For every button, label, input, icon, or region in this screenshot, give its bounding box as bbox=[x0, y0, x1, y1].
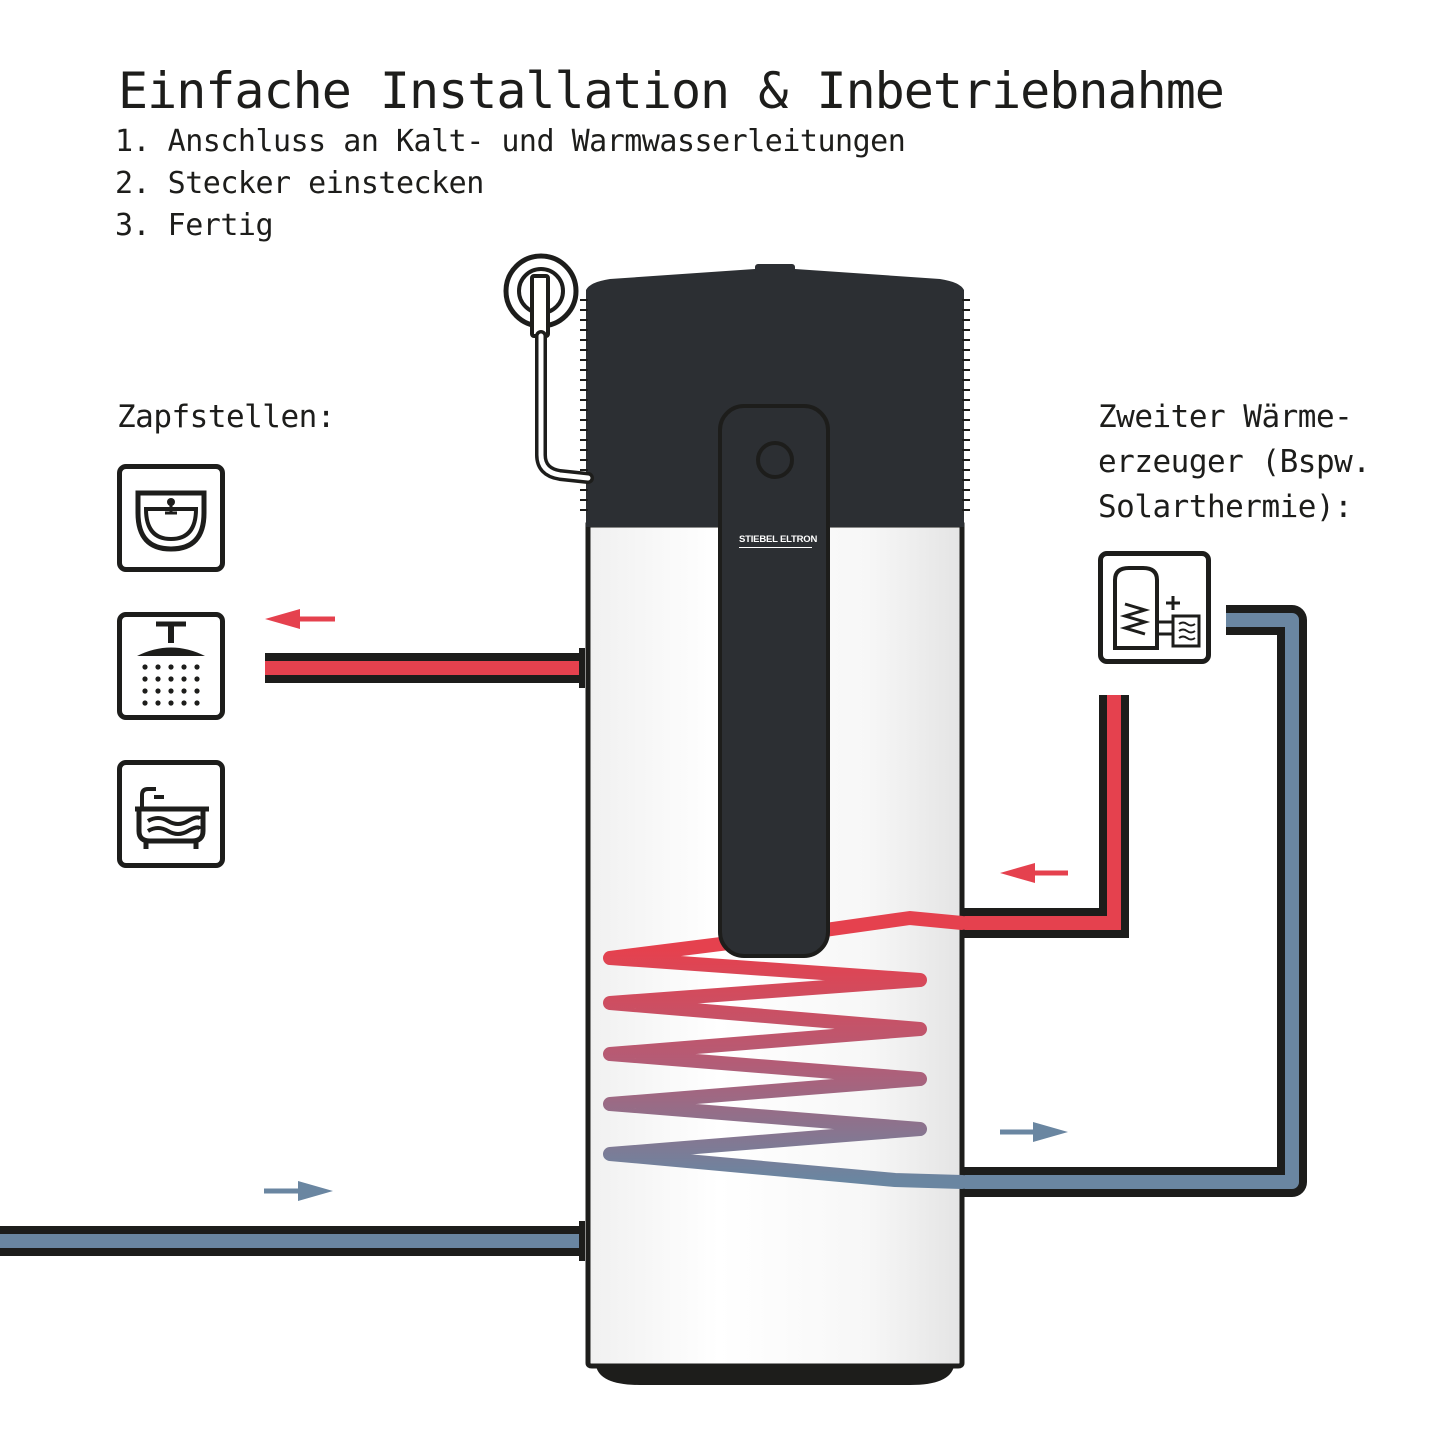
step-1: 1. Anschluss an Kalt- und Warmwasserleit… bbox=[115, 124, 906, 159]
bathtub-icon-box bbox=[117, 760, 225, 868]
hot-water-outlet-pipe bbox=[265, 648, 585, 688]
power-plug bbox=[503, 253, 594, 484]
step-2: 2. Stecker einstecken bbox=[115, 166, 484, 201]
cold-flow-arrow-right bbox=[264, 1181, 333, 1201]
cold-water-inlet-pipe bbox=[0, 1221, 585, 1261]
secondary-heater-label-line-1: Zweiter Wärme- bbox=[1098, 399, 1353, 435]
bathtub-icon bbox=[135, 787, 209, 849]
heat-pump-head bbox=[580, 264, 970, 527]
page-title: Einfache Installation & Inbetriebnahme bbox=[118, 62, 1225, 120]
solar-storage-icon-box bbox=[1098, 551, 1211, 664]
sink-icon-box bbox=[117, 464, 225, 572]
brand-logo: STIEBEL ELTRON bbox=[739, 534, 817, 548]
solar-hot-supply-pipe bbox=[960, 695, 1129, 938]
control-panel bbox=[718, 404, 830, 958]
solar-cold-return-pipe bbox=[960, 605, 1307, 1197]
hot-flow-arrow-left bbox=[265, 609, 335, 629]
solar-storage-icon bbox=[1113, 566, 1201, 650]
shower-icon-box bbox=[117, 612, 225, 720]
secondary-heater-label-line-2: erzeuger (Bspw. bbox=[1098, 444, 1371, 480]
sink-icon bbox=[135, 490, 207, 552]
shower-icon bbox=[137, 621, 205, 706]
heat-exchanger-coil bbox=[603, 910, 969, 1189]
solar-cold-flow-arrow bbox=[1000, 1122, 1068, 1142]
secondary-heater-label-line-3: Solarthermie): bbox=[1098, 489, 1353, 525]
step-3: 3. Fertig bbox=[115, 208, 274, 243]
solar-hot-flow-arrow bbox=[1000, 863, 1068, 883]
tap-points-label: Zapfstellen: bbox=[117, 399, 335, 435]
